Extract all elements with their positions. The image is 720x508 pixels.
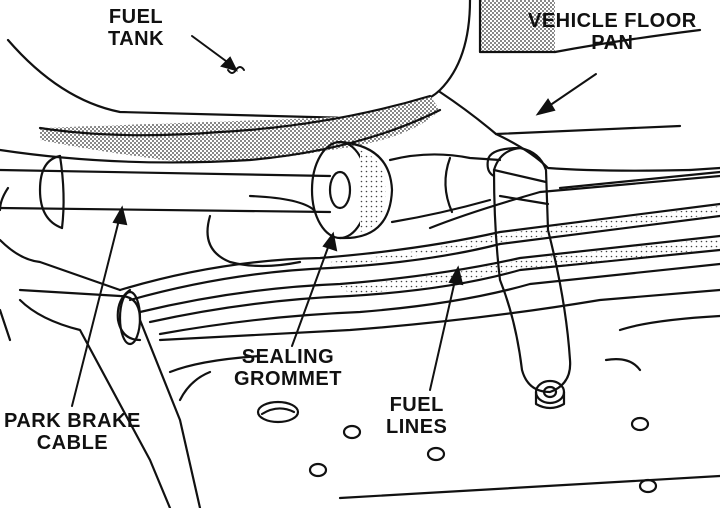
- park-brake-label-line-2: CABLE: [36, 432, 109, 454]
- floor-panel-edge: [158, 288, 720, 342]
- fuel-lines-leader: [429, 275, 457, 391]
- floor-hole-large: [256, 400, 300, 424]
- fuel-tank-label: FUEL TANK: [108, 6, 164, 50]
- floor-pan-leader: [545, 73, 597, 109]
- park-brake-cable-lower: [0, 206, 332, 214]
- grommet-label-line-1: SEALING: [241, 346, 335, 368]
- park-brake-bracket: [18, 288, 202, 508]
- floor-hole: [638, 478, 658, 494]
- floor-pan-label-line-1: VEHICLE FLOOR: [528, 10, 697, 32]
- floor-hole: [630, 416, 650, 432]
- floor-pan-label-line-2: PAN: [591, 32, 634, 54]
- vehicle-floor-pan-label: VEHICLE FLOOR PAN: [528, 10, 697, 54]
- park-brake-cable-upper: [0, 168, 332, 178]
- fuel-line-1: [428, 174, 720, 230]
- grommet-leader: [291, 241, 331, 347]
- fuel-line-4: [158, 262, 720, 336]
- park-brake-leader: [71, 215, 121, 407]
- grommet-shading: [360, 150, 386, 232]
- fuel-lines-label-line-2: LINES: [386, 416, 448, 438]
- fuel-line-2: [118, 202, 720, 292]
- sealing-grommet-label: SEALING GROMMET: [234, 346, 342, 390]
- fuel-line-3: [138, 234, 720, 314]
- fuel-tank-leader: [191, 35, 231, 65]
- fuel-lines-shading: [330, 206, 720, 266]
- fuel-line-clip: [492, 146, 572, 394]
- grommet-label-line-2: GROMMET: [234, 368, 342, 390]
- fuel-tank-label-line-1: FUEL: [108, 6, 164, 28]
- floor-hole: [342, 424, 362, 440]
- fuel-tank-label-line-2: TANK: [108, 28, 165, 50]
- fuel-lines-label-line-1: FUEL: [389, 394, 444, 416]
- fuel-lines-label: FUEL LINES: [386, 394, 447, 438]
- fuel-tank-outline: [6, 0, 472, 120]
- floor-hole: [426, 446, 446, 462]
- park-brake-label-line-1: PARK BRAKE: [4, 410, 141, 432]
- park-brake-cable-label: PARK BRAKE CABLE: [4, 410, 141, 454]
- floor-hole: [308, 462, 328, 478]
- tank-corner-shading: [480, 0, 555, 52]
- sealing-grommet-face: [310, 140, 370, 240]
